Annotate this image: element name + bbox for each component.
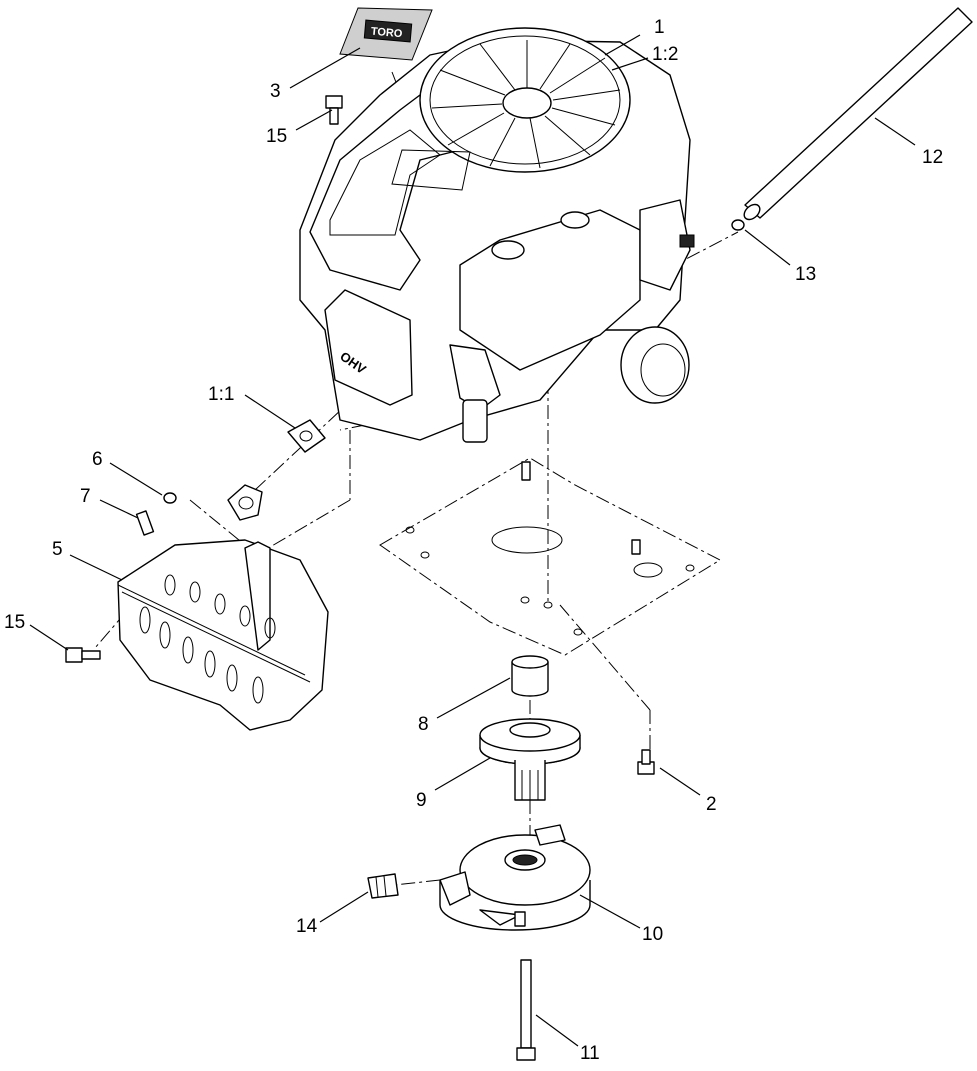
callout-13: 13 bbox=[795, 264, 816, 285]
callout-6: 6 bbox=[92, 449, 103, 470]
connector-part bbox=[367, 873, 399, 899]
bolt-part-15-top bbox=[325, 95, 343, 125]
callout-5: 5 bbox=[52, 539, 63, 560]
muffler-heat-shield-slots bbox=[139, 574, 276, 704]
pto-clutch-part bbox=[439, 824, 591, 931]
bolt-part-7 bbox=[135, 510, 155, 536]
callout-15-left: 15 bbox=[4, 612, 25, 633]
decal-label: TORO bbox=[370, 26, 403, 41]
callout-8: 8 bbox=[418, 714, 429, 735]
callout-3: 3 bbox=[270, 81, 281, 102]
hose-clamp-part bbox=[731, 219, 745, 231]
callout-9: 9 bbox=[416, 790, 427, 811]
callout-1: 1 bbox=[654, 17, 665, 38]
deck-mounting-plate bbox=[379, 457, 722, 656]
callout-10: 10 bbox=[642, 924, 663, 945]
callout-labels: 1 1:2 1:1 2 3 5 6 7 8 9 10 11 12 13 14 1… bbox=[4, 17, 943, 1064]
lock-washer-part bbox=[163, 492, 177, 504]
callout-1-1: 1:1 bbox=[208, 384, 234, 405]
decal-part: TORO bbox=[339, 7, 433, 61]
callout-11: 11 bbox=[580, 1043, 600, 1064]
bolt-part-15-left bbox=[65, 647, 101, 663]
muffler-part bbox=[117, 539, 329, 731]
long-bolt-part-11 bbox=[516, 959, 536, 1061]
callout-1-2: 1:2 bbox=[652, 44, 678, 65]
callout-2: 2 bbox=[706, 794, 717, 815]
callout-7: 7 bbox=[80, 486, 91, 507]
flywheel-screen-vents bbox=[431, 40, 621, 169]
exhaust-gasket-part bbox=[287, 419, 326, 453]
bolt-part-2 bbox=[637, 749, 655, 775]
muffler-flange bbox=[227, 484, 263, 521]
leader-lines bbox=[29, 34, 916, 1047]
pulley-part bbox=[479, 718, 581, 801]
callout-12: 12 bbox=[922, 147, 943, 168]
callout-15-top: 15 bbox=[266, 126, 287, 147]
spacer-part bbox=[511, 655, 549, 697]
fuel-hose-part bbox=[743, 7, 973, 221]
engine-assembly: OHV bbox=[299, 27, 695, 443]
callout-14: 14 bbox=[296, 916, 318, 937]
